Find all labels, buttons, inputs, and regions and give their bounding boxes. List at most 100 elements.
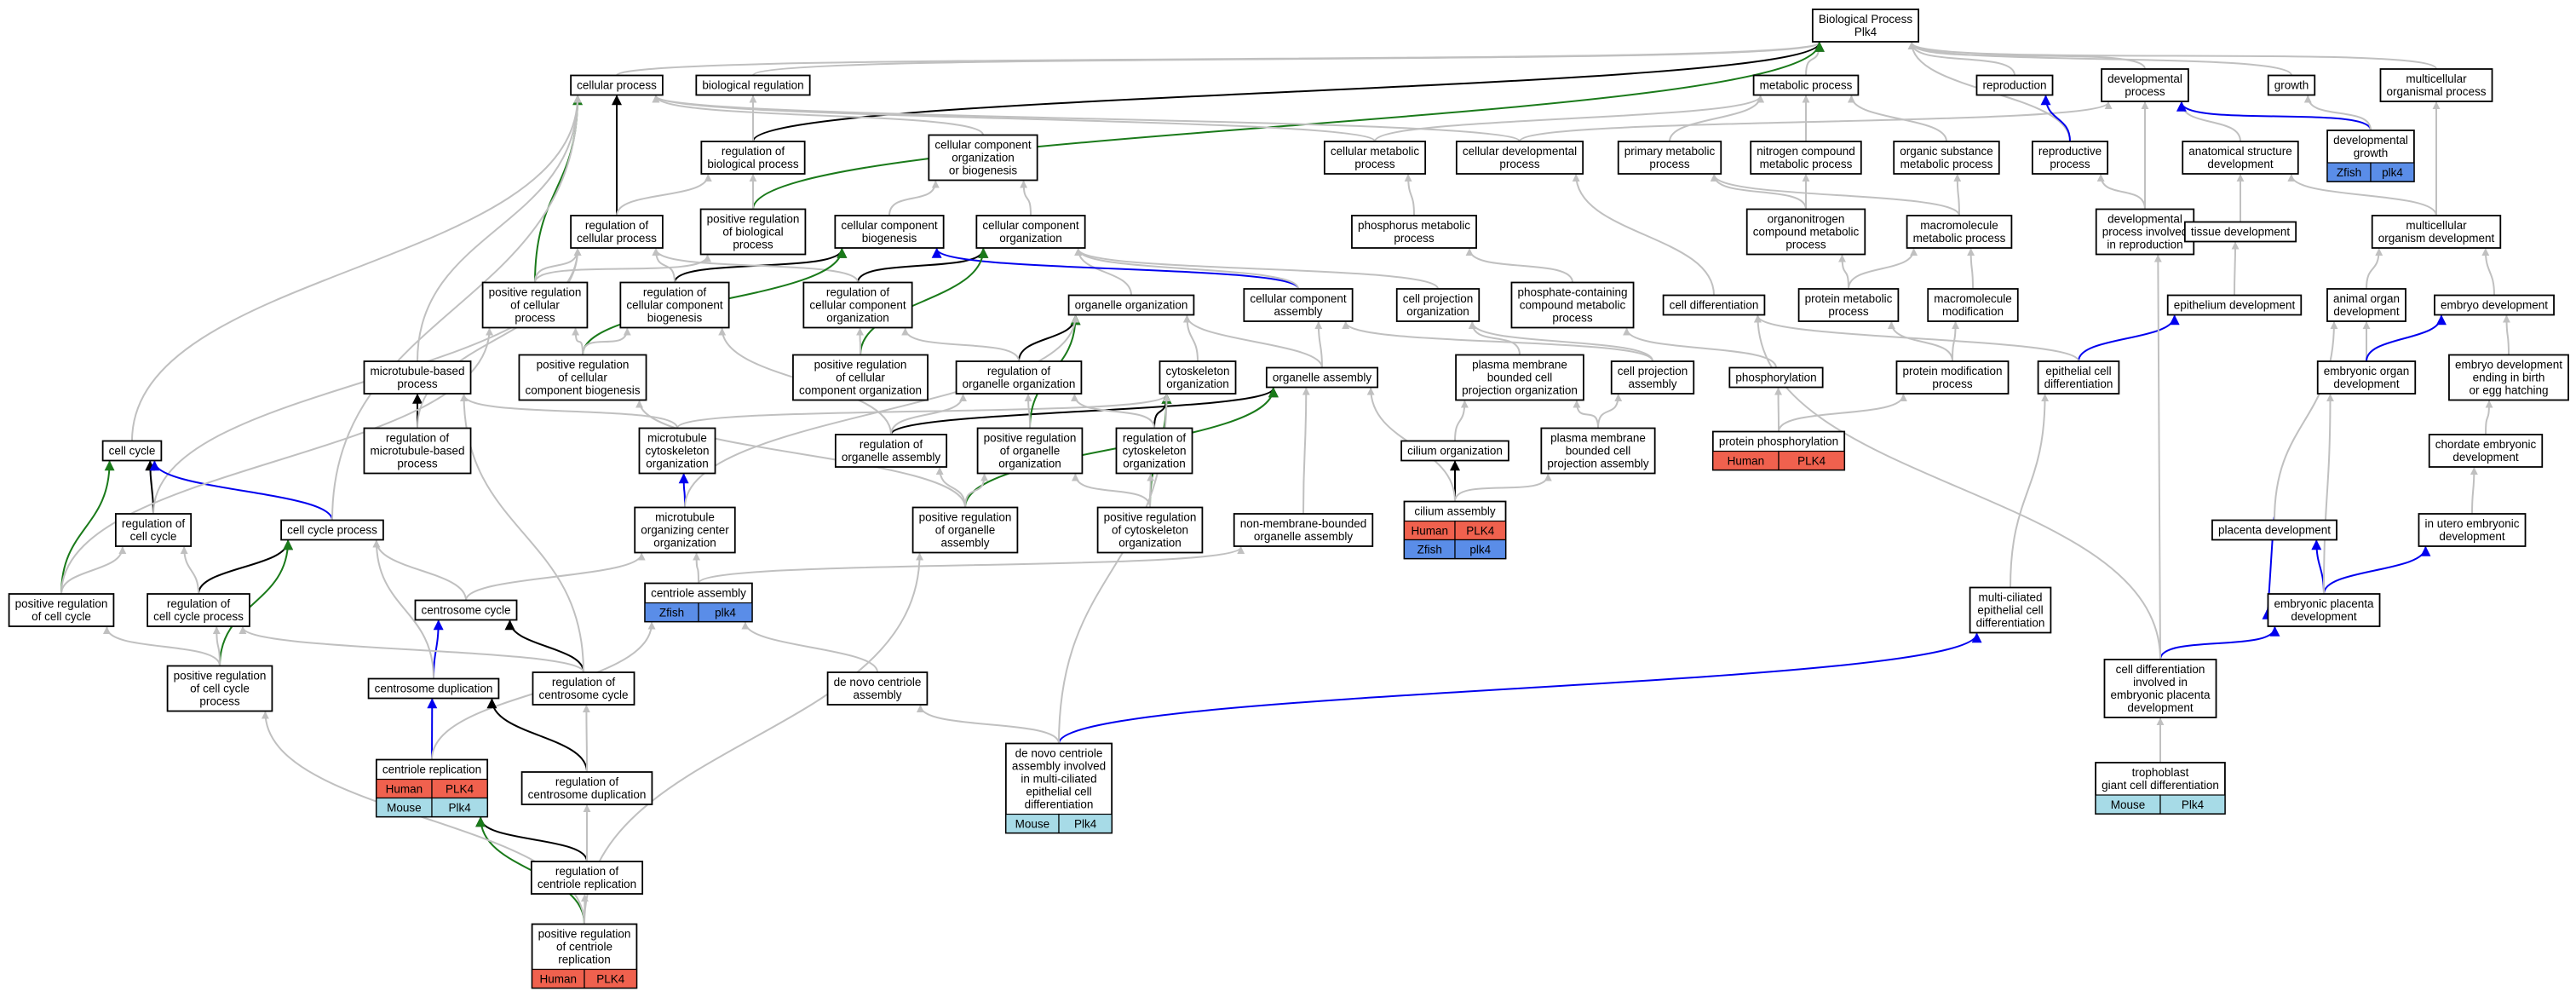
is-a-edge [1754,314,2079,362]
node-label: protein metabolic [1805,292,1893,305]
node-label: or biogenesis [949,164,1018,177]
node-label: process [1828,305,1869,318]
node-label: development [2333,305,2400,318]
node-placenta-development[interactable]: placenta development [2211,519,2337,541]
node-cell-cycle-process[interactable]: cell cycle process [280,519,384,541]
node-cell-differentiation[interactable]: cell differentiation [1662,294,1766,316]
node-tissue-development[interactable]: tissue development [2183,221,2297,243]
node-growth[interactable]: growth [2267,74,2316,96]
node-cilium-organization[interactable]: cilium organization [1400,440,1509,462]
node-organelle-organization[interactable]: organelle organization [1067,294,1195,316]
species-label: Human [540,973,578,986]
node-biological-regulation[interactable]: biological regulation [695,74,811,96]
node-label: positive regulation [814,359,907,372]
node-phosphorylation[interactable]: phosphorylation [1728,366,1824,389]
node-metabolic-process[interactable]: metabolic process [1752,74,1860,96]
is-a-edge [417,95,582,362]
node-embryo-development[interactable]: embryo development [2434,294,2555,316]
node-centrosome-duplication[interactable]: centrosome duplication [367,677,500,700]
node-cellular-process[interactable]: cellular process [570,74,664,96]
node-cell-cycle[interactable]: cell cycle [101,440,163,462]
node-centrosome-cycle[interactable]: centrosome cycle [414,599,518,621]
node-label: organizing center [641,524,729,537]
node-reproduction[interactable]: reproduction [1975,74,2054,96]
node-epithelium-development[interactable]: epithelium development [2166,294,2303,316]
node-label: tissue development [2191,226,2291,239]
node-organelle-assembly[interactable]: organelle assembly [1265,366,1379,389]
